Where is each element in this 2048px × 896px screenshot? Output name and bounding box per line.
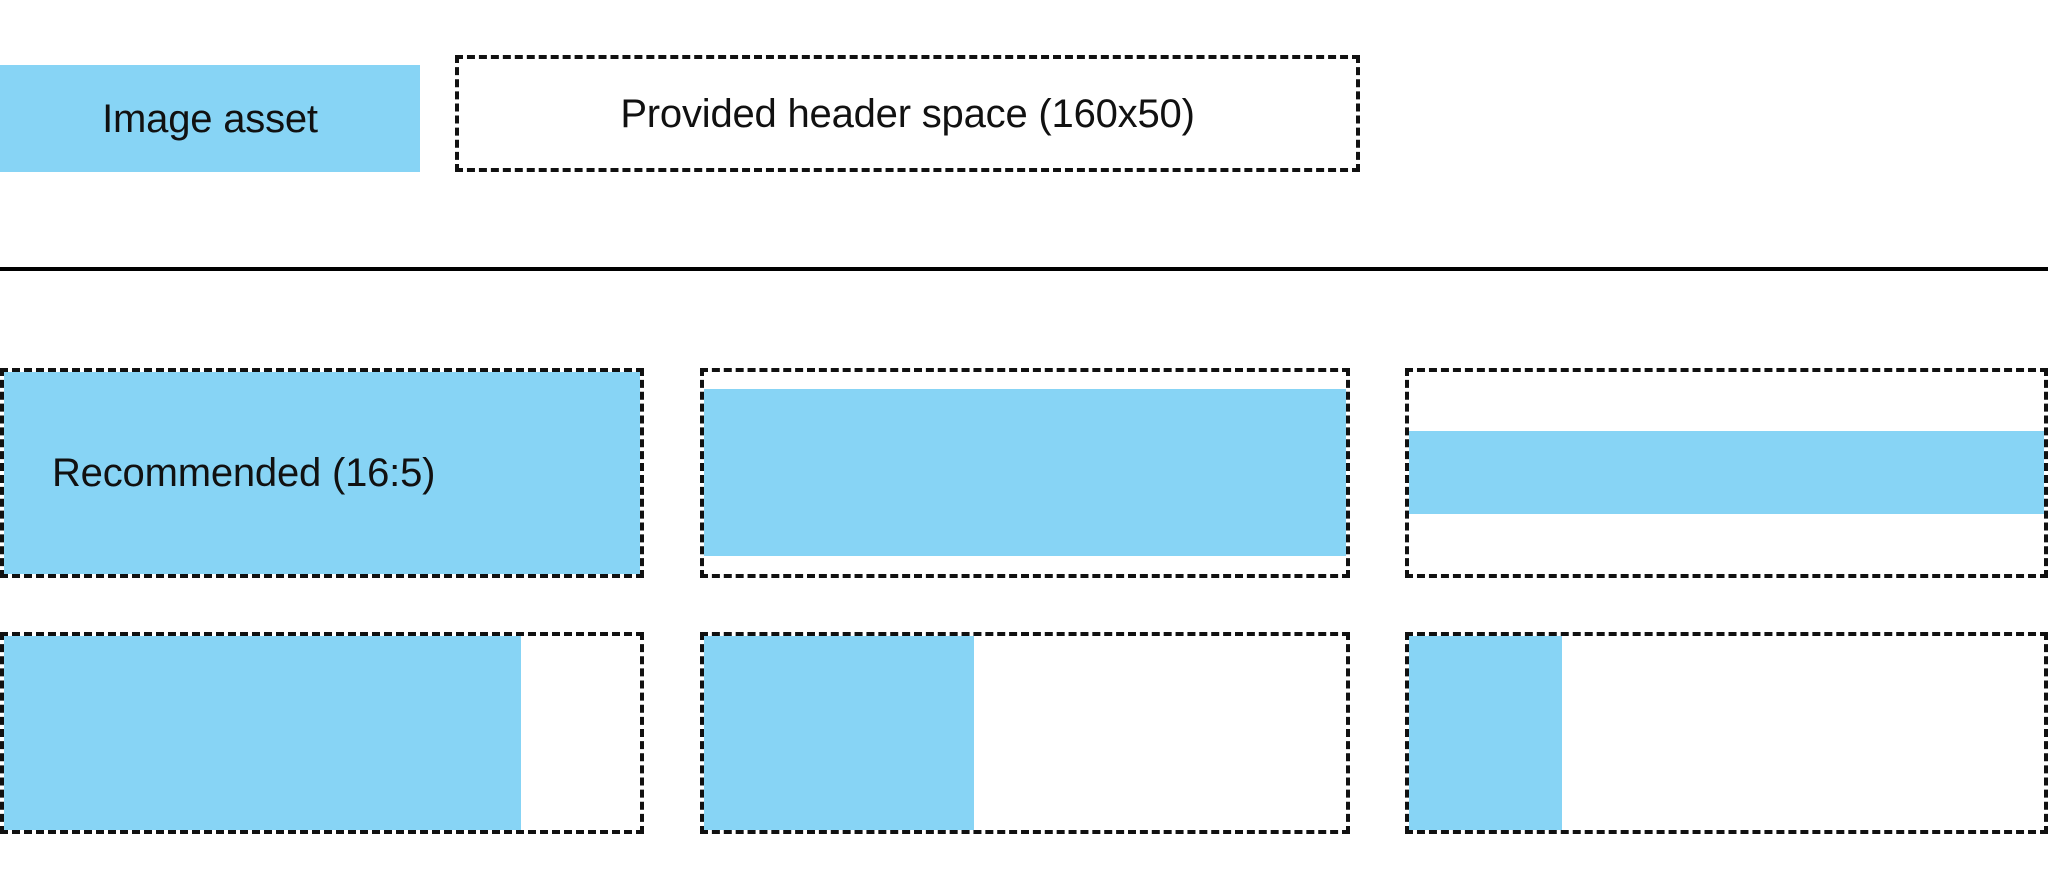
sample-too-tall [700, 368, 1350, 578]
sample-narrow-fill [704, 636, 974, 830]
sample-very-narrow [1405, 632, 2048, 834]
sample-recommended-16-5-label: Recommended (16:5) [52, 451, 436, 495]
legend-provided-space-label: Provided header space (160x50) [620, 91, 1195, 136]
section-divider [0, 267, 2048, 271]
sample-too-short [1405, 368, 2048, 578]
legend-provided-space-box: Provided header space (160x50) [455, 55, 1360, 172]
sample-too-short-fill [1409, 431, 2044, 514]
sample-narrow [700, 632, 1350, 834]
sample-recommended-16-5: Recommended (16:5) [0, 368, 644, 578]
sample-very-narrow-fill [1409, 636, 1562, 830]
legend-image-asset-swatch: Image asset [0, 65, 420, 172]
legend-row: Image asset Provided header space (160x5… [0, 55, 2048, 175]
sample-too-tall-fill [704, 389, 1346, 556]
row-1: Recommended (16:5) [0, 368, 2048, 578]
row-2 [0, 632, 2048, 834]
sample-slightly-narrow [0, 632, 644, 834]
legend-image-asset-label: Image asset [102, 96, 318, 141]
sample-slightly-narrow-fill [4, 636, 521, 830]
sample-recommended-16-5-fill [4, 372, 640, 574]
